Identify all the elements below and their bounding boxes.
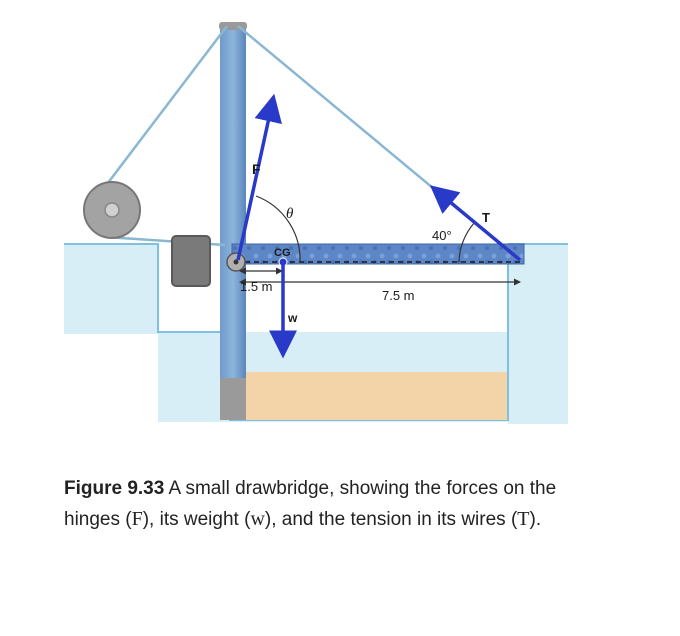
caption-sym-T: T	[517, 508, 530, 530]
label-w: w	[287, 311, 298, 325]
figure-caption: Figure 9.33 A small drawbridge, showing …	[64, 474, 584, 535]
caption-text-3: ), and the tension in its wires (	[264, 509, 518, 530]
figure-number: Figure 9.33	[64, 478, 165, 499]
label-T: T	[482, 210, 490, 225]
tower-base	[220, 378, 246, 420]
cables	[94, 25, 523, 263]
pulley-hub	[104, 202, 120, 218]
moat	[64, 243, 568, 424]
drawbridge-diagram: F θ CG 1.5 m 7.5 m w 40° T	[64, 22, 568, 424]
tower-post	[220, 24, 246, 420]
label-cg: CG	[274, 247, 291, 259]
right-bank	[508, 244, 568, 424]
force-arrows	[236, 93, 522, 359]
caption-text-4: ).	[529, 509, 542, 530]
label-F: F	[252, 161, 261, 177]
tower	[219, 22, 247, 420]
left-bank	[64, 244, 158, 334]
angle-40-arc	[458, 221, 476, 263]
cable-pulley	[94, 25, 228, 201]
caption-text-1: A small drawbridge, showing the forces o…	[64, 478, 557, 530]
label-7-5m: 7.5 m	[382, 288, 415, 303]
counterweight-block	[171, 235, 211, 287]
hinge	[226, 252, 246, 272]
pulley	[83, 181, 141, 239]
caption-sym-F: F	[131, 508, 143, 530]
label-1-5m: 1.5 m	[240, 279, 273, 294]
distance-markers	[239, 267, 521, 286]
hinge-pin	[233, 259, 239, 265]
label-40deg: 40°	[432, 228, 452, 243]
arrow-T	[429, 185, 522, 262]
theta-arc	[255, 195, 301, 263]
arrow-F	[236, 93, 282, 261]
label-theta: θ	[286, 206, 294, 222]
caption-text-2: ), its weight (	[142, 509, 251, 530]
sand	[246, 372, 507, 420]
caption-sym-w: w	[250, 508, 265, 530]
